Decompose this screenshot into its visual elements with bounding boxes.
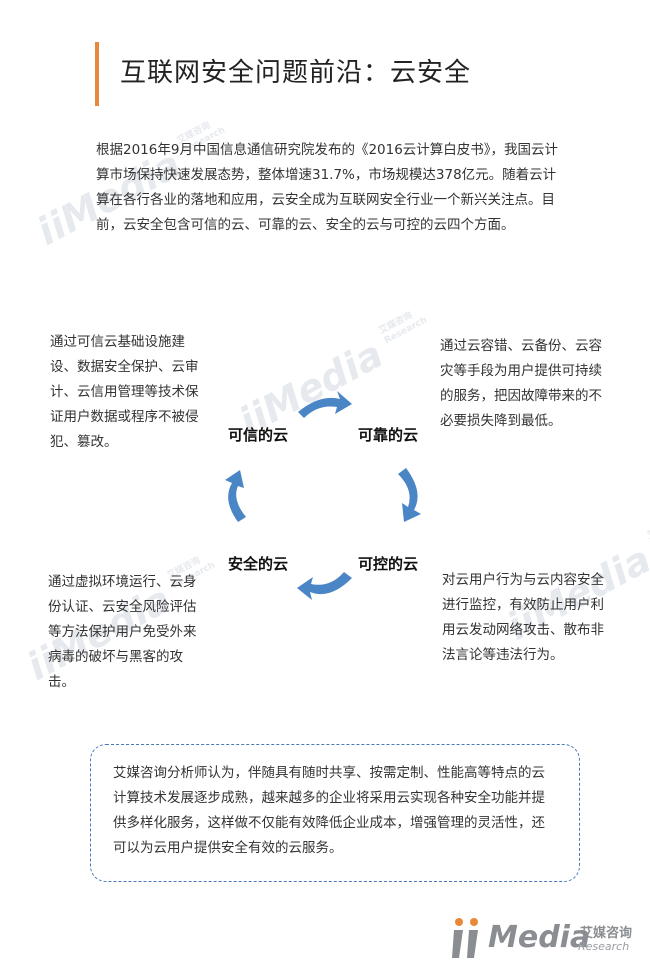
node-secure-cloud: 安全的云 (228, 555, 289, 573)
arrow-reliable-to-controllable (398, 468, 421, 522)
logo-cn-text: 艾媒咨询 (580, 926, 633, 941)
page-title: 互联网安全问题前沿：云安全 (120, 58, 472, 88)
desc-reliable-cloud: 通过云容错、云备份、云容灾等手段为用户提供可持续的服务，把因故障带来的不必要损失… (440, 338, 602, 429)
title-accent-bar (95, 42, 99, 106)
desc-controllable-cloud: 对云用户行为与云内容安全进行监控，有效防止用户利用云发动网络攻击、散布非法言论等… (442, 572, 604, 663)
arrow-trusted-to-reliable (298, 391, 352, 418)
logo-en-text: Research (578, 940, 630, 953)
arrow-controllable-to-secure (297, 572, 352, 600)
node-controllable-cloud: 可控的云 (358, 555, 419, 573)
node-trusted-cloud: 可信的云 (228, 426, 289, 444)
desc-secure-cloud: 通过虚拟环境运行、云身份认证、云安全风险评估等方法保护用户免受外来病毒的破坏与黑… (48, 574, 197, 690)
logo-wordmark: Media (488, 920, 591, 955)
brand-logo: Media 艾媒咨询 Research (450, 912, 640, 962)
logo-figures-icon (452, 918, 478, 958)
node-reliable-cloud: 可靠的云 (358, 426, 419, 444)
intro-paragraph: 根据2016年9月中国信息通信研究院发布的《2016云计算白皮书》，我国云计算市… (96, 142, 559, 233)
desc-trusted-cloud: 通过可信云基础设施建设、数据安全保护、云审计、云信用管理等技术保证用户数据或程序… (50, 334, 199, 450)
arrow-secure-to-trusted (225, 470, 246, 522)
analyst-note-text: 艾媒咨询分析师认为，伴随具有随时共享、按需定制、性能高等特点的云计算技术发展逐步… (113, 765, 545, 856)
analyst-note-box: 艾媒咨询分析师认为，伴随具有随时共享、按需定制、性能高等特点的云计算技术发展逐步… (90, 744, 580, 882)
